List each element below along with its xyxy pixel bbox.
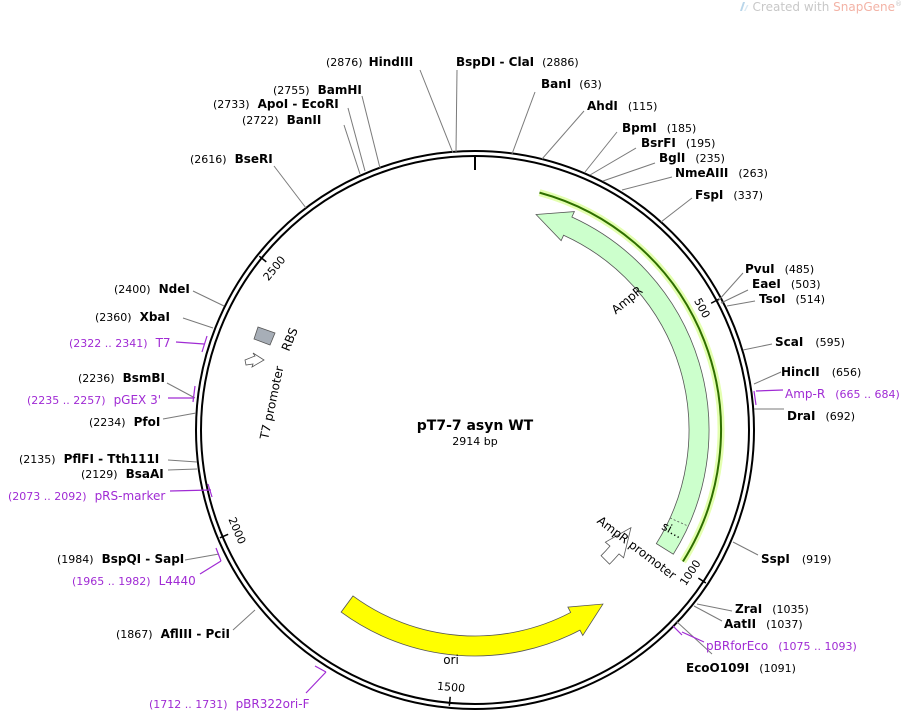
- primer-amp-r[interactable]: Amp-R(665 .. 684): [785, 387, 900, 401]
- primer-l4440[interactable]: (1965 .. 1982)L4440: [72, 574, 196, 588]
- primer-pbr322ori-f[interactable]: (1712 .. 1731)pBR322ori-F: [149, 697, 310, 711]
- primer-t7[interactable]: (2322 .. 2341)T7: [69, 336, 171, 350]
- amp-r-feature-arrow[interactable]: [535, 211, 710, 555]
- amp-r-label: AmpR: [609, 283, 646, 317]
- site-bseri[interactable]: (2616)BseRI: [190, 152, 273, 166]
- primer-pgex-3[interactable]: (2235 .. 2257)pGEX 3': [27, 393, 161, 407]
- site-bsaai[interactable]: (2129)BsaAI: [81, 467, 164, 481]
- snapgene-watermark: Created with SnapGene®: [739, 0, 902, 14]
- watermark-prefix: Created with: [752, 0, 834, 14]
- site-banii[interactable]: (2722)BanII: [242, 113, 321, 127]
- site-bgli[interactable]: BglI(235): [659, 151, 725, 165]
- site-fspi[interactable]: FspI(337): [695, 188, 763, 202]
- rbs-label: RBS: [279, 326, 301, 353]
- site-pflfi-tth111i[interactable]: (2135)PflFI - Tth111I: [19, 452, 159, 466]
- site-scai[interactable]: ScaI(595): [775, 335, 845, 349]
- site-zrai[interactable]: ZraI(1035): [735, 602, 809, 616]
- amp-r-signal-divider: [669, 517, 689, 527]
- primer-marks: [168, 335, 784, 694]
- site-bani[interactable]: BanI(63): [541, 77, 602, 91]
- tick-mark: [258, 255, 267, 263]
- site-drai[interactable]: DraI(692): [787, 409, 855, 423]
- site-ecoo109i[interactable]: EcoO109I(1091): [686, 661, 796, 675]
- site-bspdi-clai[interactable]: BspDI - ClaI(2886): [456, 55, 579, 69]
- site-hincii[interactable]: HincII(656): [781, 365, 861, 379]
- t7-promoter-arrow[interactable]: [244, 352, 265, 368]
- site-bsmbi[interactable]: (2236)BsmBI: [78, 371, 165, 385]
- site-xbai[interactable]: (2360)XbaI: [95, 310, 170, 324]
- tick-label: 2500: [261, 253, 289, 283]
- ori-label: ori: [443, 653, 459, 667]
- tick-label: 1500: [437, 680, 466, 696]
- site-sspi[interactable]: SspI(919): [761, 552, 831, 566]
- tick-label: 1000: [677, 558, 703, 589]
- tick-mark: [710, 298, 720, 304]
- plasmid-name: pT7-7 asyn WT: [417, 418, 534, 434]
- site-pfoi[interactable]: (2234)PfoI: [89, 415, 160, 429]
- rbs-feature-box[interactable]: [253, 326, 276, 346]
- site-bsrfi[interactable]: BsrFI(195): [641, 136, 715, 150]
- site-apoi-ecori[interactable]: (2733)ApoI - EcoRI: [213, 97, 339, 111]
- amp-r-strand-line: [539, 191, 722, 563]
- site-labels: (2876)HindIII BspDI - ClaI(2886) BanI(63…: [19, 55, 861, 675]
- primer-pbrforeco[interactable]: pBRforEco(1075 .. 1093): [706, 639, 857, 653]
- ori-feature-arrow[interactable]: [340, 595, 604, 657]
- site-ahdi[interactable]: AhdI(115): [587, 99, 657, 113]
- site-ndei[interactable]: (2400)NdeI: [114, 282, 190, 296]
- backbone-outer-ring: [195, 150, 755, 710]
- watermark-brand: SnapGene: [833, 0, 895, 14]
- site-tsoi[interactable]: TsoI(514): [759, 292, 825, 306]
- site-hindiii[interactable]: (2876)HindIII: [326, 55, 413, 69]
- site-pvui[interactable]: PvuI(485): [745, 262, 814, 276]
- site-bspqi-sapi[interactable]: (1984)BspQI - SapI: [57, 552, 184, 566]
- site-bpmi[interactable]: BpmI(185): [622, 121, 696, 135]
- snapgene-logo-icon: [739, 2, 749, 11]
- plasmid-length: 2914 bp: [452, 435, 497, 448]
- site-eaei[interactable]: EaeI(503): [752, 277, 821, 291]
- tick-mark: [219, 533, 229, 539]
- site-afliii-pcii[interactable]: (1867)AflIII - PciI: [116, 627, 230, 641]
- tick-mark: [448, 696, 451, 706]
- primer-labels: Amp-R(665 .. 684) pBRforEco(1075 .. 1093…: [8, 336, 900, 711]
- tick-label: 2000: [225, 515, 248, 546]
- t7-promoter-label: T7 promoter: [257, 365, 286, 442]
- site-aatii[interactable]: AatII(1037): [724, 617, 803, 631]
- primer-prs-marker[interactable]: (2073 .. 2092)pRS-marker: [8, 489, 165, 503]
- site-leaders: [162, 69, 784, 655]
- watermark-registered: ®: [895, 0, 902, 8]
- amp-r-promoter-arrow[interactable]: [600, 526, 632, 565]
- site-bamhi[interactable]: (2755)BamHI: [273, 83, 362, 97]
- tick-mark: [697, 577, 707, 584]
- site-nmeaiii[interactable]: NmeAIII(263): [675, 166, 768, 180]
